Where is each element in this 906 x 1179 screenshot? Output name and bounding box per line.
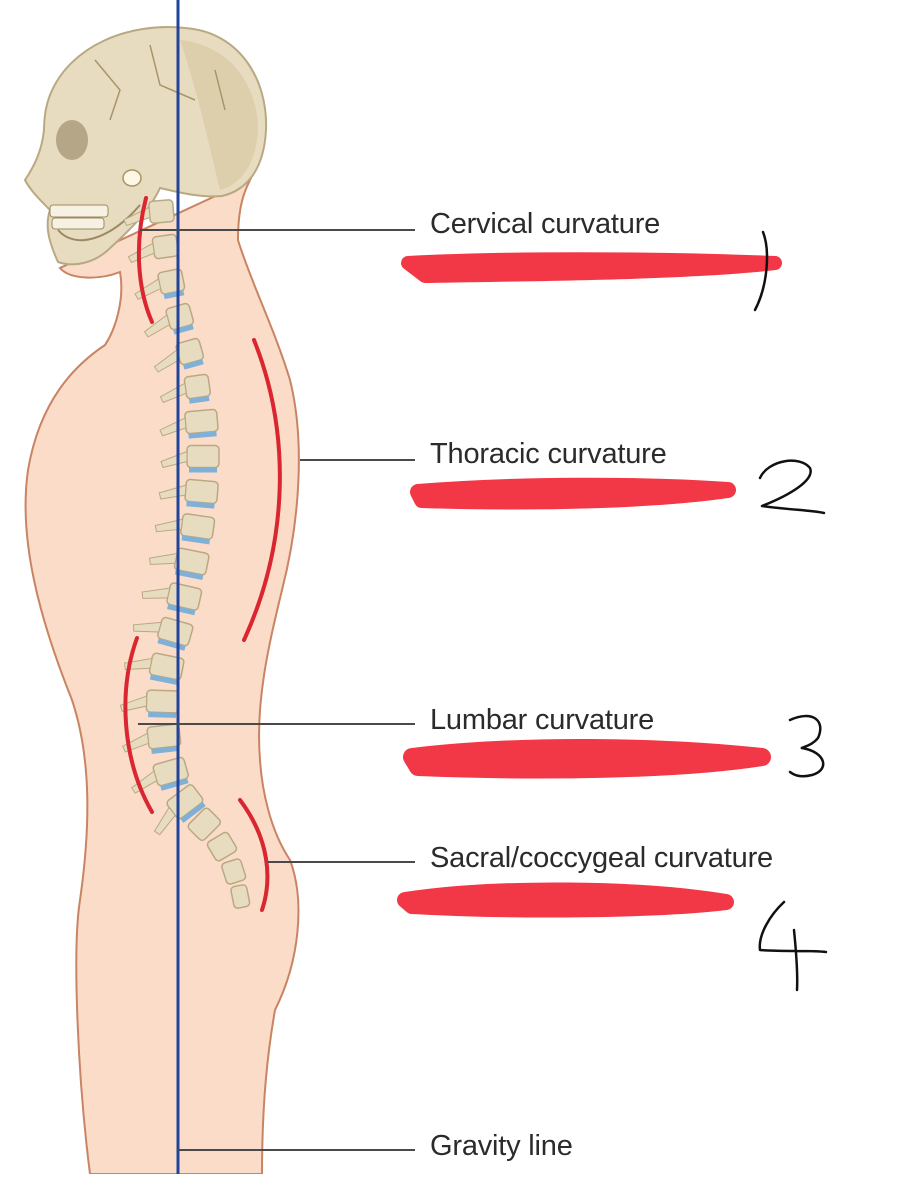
vertebral-body xyxy=(184,478,219,505)
vertebral-body xyxy=(180,513,216,540)
spinous-process xyxy=(154,518,184,533)
vertebral-body xyxy=(221,858,247,885)
teeth-upper xyxy=(49,204,109,218)
lumbar-curvature-label: Lumbar curvature xyxy=(430,704,655,736)
skull xyxy=(23,26,268,266)
vertebra xyxy=(119,689,180,718)
spinous-process xyxy=(159,382,187,404)
intervertebral-disc xyxy=(167,604,196,616)
vertebra xyxy=(122,723,182,754)
handwritten-number-2-text: 2 xyxy=(790,480,791,481)
intervertebral-disc xyxy=(180,801,206,823)
vertebral-body xyxy=(187,807,222,842)
intervertebral-disc xyxy=(186,501,215,509)
skull-suture xyxy=(94,44,226,121)
intervertebral-disc xyxy=(183,359,204,370)
gravity-line-label: Gravity line xyxy=(430,1130,573,1162)
vertebral-body xyxy=(206,831,238,862)
cervical-curve-mark xyxy=(136,196,154,324)
vertebral-body xyxy=(157,268,186,295)
sacral-coccygeal-curvature-label: Sacral/coccygeal curvature xyxy=(430,842,773,874)
vertebra xyxy=(154,513,216,545)
intervertebral-disc xyxy=(189,395,210,404)
vertebral-body xyxy=(146,723,182,750)
intervertebral-disc xyxy=(189,467,217,473)
handwritten-number-4-text: 4 xyxy=(795,940,796,941)
cervical-curvature-label: Cervical curvature xyxy=(430,208,661,240)
spinous-process xyxy=(127,242,155,264)
vertebra xyxy=(148,547,210,580)
thoracic-curvature-label: Thoracic curvature xyxy=(430,438,667,470)
handwritten-number-3 xyxy=(788,714,825,778)
sacral-segment xyxy=(221,858,247,885)
spinous-process xyxy=(141,587,171,599)
handwritten-number-4 xyxy=(758,900,828,992)
intervertebral-disc xyxy=(188,431,217,439)
vertebral-body xyxy=(184,408,219,435)
redaction-lumbar xyxy=(403,738,771,779)
vertebra xyxy=(143,302,195,338)
spinous-process xyxy=(123,657,153,670)
sacral-segment xyxy=(206,831,238,862)
sacral-segment xyxy=(230,884,251,909)
vertebra xyxy=(159,373,212,404)
handwritten-number-3-text: 3 xyxy=(805,745,806,746)
intervertebral-disc xyxy=(174,569,204,580)
intervertebral-disc xyxy=(148,712,177,718)
spinous-process xyxy=(148,552,178,565)
intervertebral-disc xyxy=(160,778,189,791)
vertebral-body xyxy=(230,884,251,909)
ear-canal xyxy=(122,169,142,187)
vertebral-body xyxy=(186,444,220,469)
vertebral-body xyxy=(148,199,175,224)
handwritten-number-2 xyxy=(758,459,826,515)
intervertebral-disc xyxy=(149,674,179,685)
vertebra xyxy=(153,784,206,836)
vertebral-body xyxy=(183,373,212,400)
sacral-segment xyxy=(187,807,222,842)
teeth-lower xyxy=(51,217,105,230)
vertebral-body xyxy=(151,233,180,260)
redaction-cervical xyxy=(401,252,782,283)
handwritten-number-1 xyxy=(753,230,769,312)
spinous-process xyxy=(160,450,188,469)
redaction-thoracic xyxy=(410,477,736,510)
intervertebral-disc xyxy=(151,745,180,754)
intervertebral-disc xyxy=(181,535,210,545)
eye-socket xyxy=(56,120,88,160)
mandible xyxy=(57,204,141,242)
lumbar-curve-mark xyxy=(123,636,154,814)
spinous-process xyxy=(143,314,171,338)
handwritten-number-1-text: 1 xyxy=(760,260,761,261)
spinous-process xyxy=(153,806,176,836)
redaction-sacral xyxy=(397,882,734,918)
spinous-process xyxy=(132,621,162,633)
thoracic-curve-mark xyxy=(242,338,282,642)
vertebra xyxy=(127,233,180,264)
cranium-shadow xyxy=(180,40,258,190)
sacral-curve-mark xyxy=(238,798,270,912)
vertebral-body xyxy=(145,689,180,714)
vertebra xyxy=(123,652,185,685)
vertebra xyxy=(160,444,220,473)
vertebra xyxy=(141,582,203,616)
